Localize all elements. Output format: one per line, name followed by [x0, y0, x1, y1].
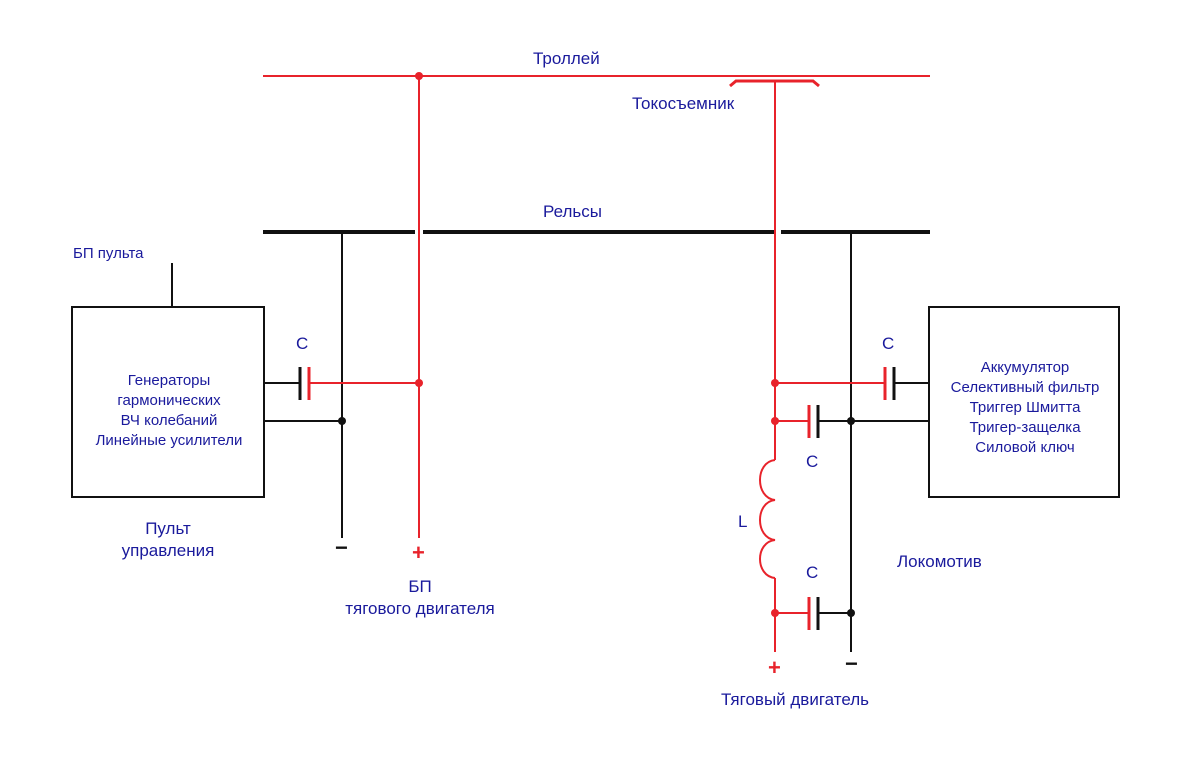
junction-dot [338, 417, 346, 425]
capacitor-label: C [806, 563, 819, 582]
console-box-text: Генераторы гармонических ВЧ колебаний Ли… [72, 371, 266, 451]
locomotive-line: Тригер-защелка [969, 419, 1081, 436]
minus-sign: − [845, 651, 858, 676]
junction-dot [847, 417, 855, 425]
console-line: Линейные усилители [95, 432, 243, 449]
console-box [71, 306, 265, 498]
plus-sign: + [412, 540, 425, 565]
minus-sign: − [335, 535, 348, 560]
traction-psu-label: БП тягового двигателя [270, 576, 570, 620]
junction-dot [847, 609, 855, 617]
junction-dot [771, 417, 779, 425]
locomotive-line: Триггер Шмитта [969, 399, 1081, 416]
console-line: Генераторы [127, 372, 211, 389]
trolley-label: Троллей [533, 49, 600, 68]
console-line: ВЧ колебаний [120, 412, 218, 429]
capacitor-label: C [882, 334, 895, 353]
rails-label: Рельсы [543, 202, 602, 221]
locomotive-line: Силовой ключ [975, 439, 1075, 456]
locomotive-line: Аккумулятор [980, 359, 1070, 376]
inductor-coil [759, 459, 776, 579]
locomotive-label: Локомотив [897, 552, 982, 571]
console-title-line: Пульт [145, 519, 191, 538]
pantograph-label: Токосъемник [632, 94, 735, 113]
traction-psu-line: тягового двигателя [345, 599, 495, 618]
locomotive-box-text: Аккумулятор Селективный фильтр Триггер Ш… [929, 358, 1121, 458]
traction-psu-line: БП [408, 577, 432, 596]
console-title-line: управления [121, 541, 215, 560]
console-power-label: БП пульта [73, 245, 144, 262]
console-title: Пульт управления [98, 518, 238, 562]
locomotive-line: Селективный фильтр [950, 379, 1100, 396]
junction-dot [771, 379, 779, 387]
capacitor-label: C [296, 334, 309, 353]
junction-dot [415, 379, 423, 387]
inductor-label: L [738, 512, 748, 531]
console-line: гармонических [117, 392, 221, 409]
traction-motor-label: Тяговый двигатель [721, 690, 870, 709]
plus-sign: + [768, 655, 781, 680]
locomotive-box [928, 306, 1120, 498]
capacitor-label: C [806, 452, 819, 471]
junction-dot [771, 609, 779, 617]
